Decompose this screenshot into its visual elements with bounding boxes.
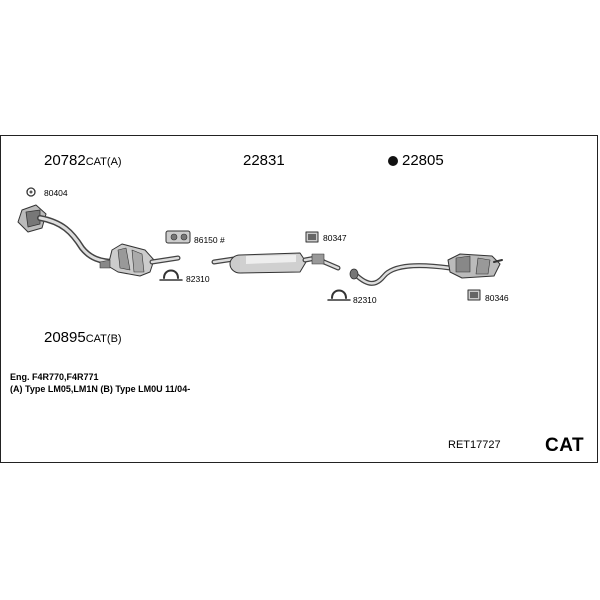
catalytic-converter-icon <box>99 243 155 277</box>
part-suffix-cat-a: CAT(A) <box>85 156 122 168</box>
rear-pipe-icon <box>349 263 453 286</box>
part-number-cat-a: 20782 <box>44 152 86 169</box>
front-flange-icon <box>17 204 47 233</box>
part-label-cat-a: 20782CAT(A) <box>44 153 122 168</box>
part-number-middle: 22831 <box>243 152 285 169</box>
type-label: CAT <box>545 435 585 456</box>
connector-pipe-icon <box>149 255 181 265</box>
part-label-rear: 22805 <box>402 153 444 168</box>
reference-number: RET17727 <box>448 439 501 451</box>
small-part-80404: 80404 <box>44 188 68 198</box>
small-part-82310-b: 82310 <box>353 295 377 305</box>
bracket-80346-icon <box>467 289 481 301</box>
part-label-cat-b: 20895CAT(B) <box>44 330 122 345</box>
part-suffix-cat-b: CAT(B) <box>85 333 122 345</box>
type-description: (A) Type LM05,LM1N (B) Type LM0U 11/04- <box>10 384 191 394</box>
clamp-86150-icon <box>165 230 191 244</box>
clamp-80404-icon <box>26 187 36 197</box>
engine-description: Eng. F4R770,F4R771 <box>10 372 99 382</box>
small-part-80346: 80346 <box>485 293 509 303</box>
clamp-82310-a-icon <box>159 269 183 281</box>
front-pipe-icon <box>37 215 119 265</box>
clamp-82310-b-icon <box>327 289 351 301</box>
rear-silencer-icon <box>447 253 503 279</box>
part-label-middle: 22831 <box>243 153 285 168</box>
part-number-rear: 22805 <box>402 152 444 169</box>
small-part-86150: 86150 # <box>194 235 225 245</box>
bracket-80347-icon <box>305 231 319 243</box>
small-part-80347: 80347 <box>323 233 347 243</box>
part-number-cat-b: 20895 <box>44 329 86 346</box>
small-part-82310-a: 82310 <box>186 274 210 284</box>
middle-silencer-icon <box>211 252 341 274</box>
bullet-icon <box>388 156 398 166</box>
diagram-frame <box>0 135 598 463</box>
